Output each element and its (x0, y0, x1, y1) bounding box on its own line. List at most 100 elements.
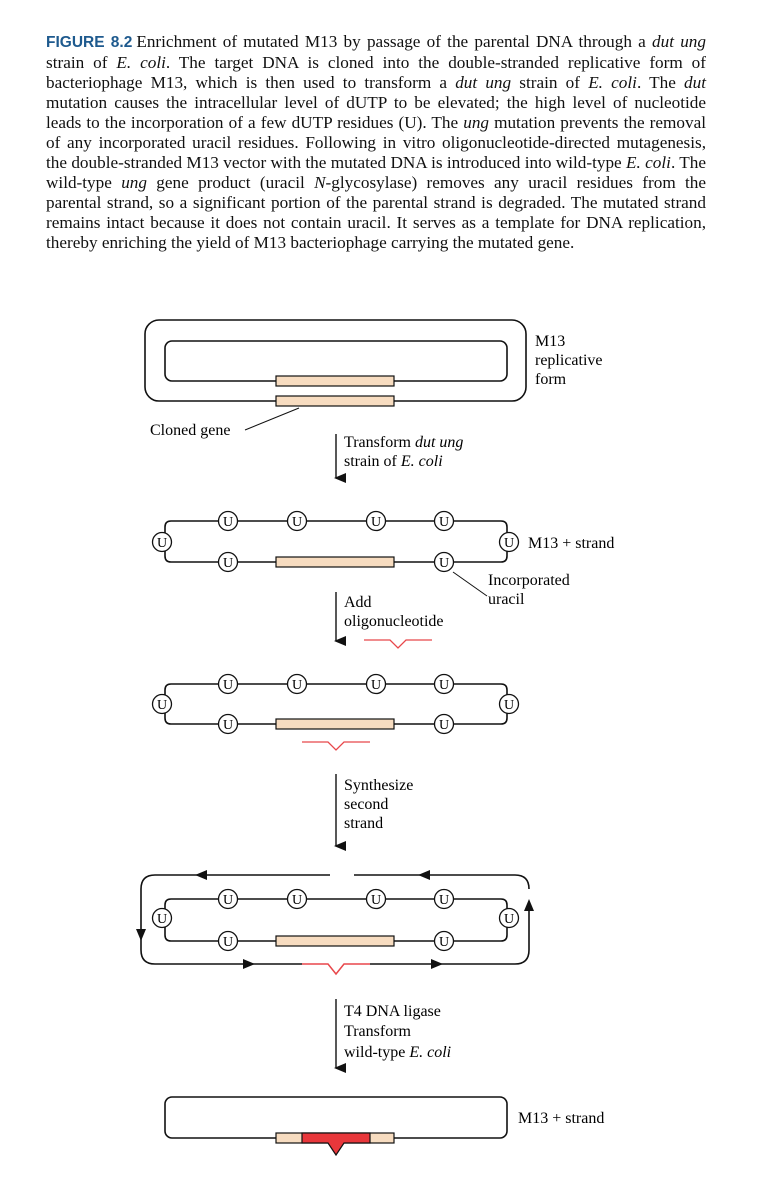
uracil-residue: U (151, 907, 173, 929)
uracil-circle (217, 888, 239, 910)
step-2-line-1: Add (344, 594, 372, 611)
uracil-letter: U (292, 893, 302, 908)
step-3-line-2: second (344, 796, 388, 813)
uracil-residue: U (286, 673, 308, 695)
caption-italic-run: ung (463, 113, 489, 132)
uracil-circle (433, 673, 455, 695)
uracil-residue: U (365, 673, 387, 695)
uracil-letter: U (292, 678, 302, 693)
uracil-residue: U (365, 510, 387, 532)
outer-strand (144, 319, 527, 402)
uracil-circle (286, 888, 308, 910)
strand-arrow-top (195, 870, 207, 880)
strand-arrow-right (524, 899, 534, 911)
uracil-residue: U (286, 510, 308, 532)
panel-annealed-oligo: U U U U U U U U (151, 673, 520, 751)
strand-arrow-left (136, 929, 146, 941)
rf-label-2: replicative (535, 352, 603, 369)
uracil-letter: U (223, 893, 233, 908)
uracil-letter: U (439, 893, 449, 908)
cloned-gene-inner (275, 375, 395, 387)
uracil-circle (286, 673, 308, 695)
step-3-line-1: Synthesize (344, 777, 413, 794)
uracil-circle (433, 888, 455, 910)
uracil-letter: U (439, 718, 449, 733)
uracil-letter: U (504, 698, 514, 713)
oligonucleotide (364, 639, 432, 649)
uracil-residue: U (365, 888, 387, 910)
top-strand (164, 520, 508, 541)
caption-italic-run: E. coli (588, 73, 637, 92)
step-3: Synthesize second strand (334, 774, 413, 851)
m13-plus-strand (164, 1096, 508, 1139)
uracil-residue: U (433, 713, 455, 735)
panel-mutated-m13: M13 + strand (164, 1096, 604, 1157)
uracil-circle (151, 693, 173, 715)
caption-italic-run: dut ung (455, 73, 512, 92)
uracil-letter: U (439, 556, 449, 571)
caption-run: mutation causes the intracellular level … (46, 93, 706, 132)
cloned-gene (275, 935, 395, 947)
uracil-letter: U (223, 718, 233, 733)
incorporated-uracil-label-1: Incorporated (488, 572, 570, 589)
plus-strand-final-label: M13 + strand (518, 1110, 604, 1127)
uracil-residue: U (217, 713, 239, 735)
uracil-residue: U (498, 693, 520, 715)
caption-italic-run: dut (684, 73, 706, 92)
incorporated-uracil-leader (452, 571, 488, 597)
step-4-line-2: Transform (344, 1023, 412, 1040)
uracil-letter: U (504, 912, 514, 927)
uracil-letter: U (223, 935, 233, 950)
uracil-letter: U (223, 678, 233, 693)
uracil-residue: U (217, 510, 239, 532)
uracil-residue: U (151, 531, 173, 553)
cloned-gene (275, 556, 395, 568)
uracil-letter: U (223, 556, 233, 571)
uracil-letter: U (157, 912, 167, 927)
mutated-gene (301, 1132, 371, 1157)
uracil-letter: U (371, 515, 381, 530)
step-4-line-1: T4 DNA ligase (344, 1003, 441, 1020)
top-strand (164, 683, 508, 704)
step-3-line-3: strand (344, 815, 383, 832)
uracil-circle (433, 930, 455, 952)
caption-italic-run: E. coli (116, 53, 166, 72)
uracil-circle (286, 510, 308, 532)
uracil-residue: U (286, 888, 308, 910)
panel-replicative-form: M13 replicative form Cloned gene (144, 319, 603, 439)
caption-run: . The wild-type (46, 153, 707, 192)
caption-run: mutation prevents the removal of any inc… (46, 113, 706, 172)
rf-label-3: form (535, 371, 567, 388)
uracil-residue: U (433, 551, 455, 573)
step-4-line-3: wild-type E. coli (344, 1044, 451, 1061)
caption-run: gene product (uracil (146, 173, 315, 192)
uracil-circle (365, 673, 387, 695)
caption-run: strain of (511, 73, 589, 92)
caption-italic-run: E. coli (626, 153, 671, 172)
rf-label-1: M13 (535, 333, 565, 350)
uracil-circle (151, 907, 173, 929)
uracil-circle (217, 510, 239, 532)
uracil-letter: U (157, 698, 167, 713)
uracil-residue: U (217, 930, 239, 952)
incorporated-oligonucleotide (302, 963, 370, 976)
step-4: T4 DNA ligase Transform wild-type E. col… (334, 999, 451, 1073)
uracil-residue: U (498, 531, 520, 553)
caption-italic-run: N (314, 173, 326, 192)
uracil-residue: U (217, 673, 239, 695)
uracil-residue: U (151, 693, 173, 715)
uracil-circle (433, 551, 455, 573)
uracil-letter: U (292, 515, 302, 530)
new-strand-left (140, 874, 330, 929)
uracil-letter: U (371, 893, 381, 908)
cloned-gene-outer (275, 395, 395, 407)
uracil-circle (217, 673, 239, 695)
cloned-gene-label: Cloned gene (150, 422, 230, 439)
plus-strand-label: M13 + strand (528, 535, 614, 552)
incorporated-uracil-label-2: uracil (488, 591, 525, 608)
caption-italic-run: dut ung (652, 32, 706, 51)
uracil-letter: U (504, 536, 514, 551)
uracil-circle (433, 510, 455, 532)
